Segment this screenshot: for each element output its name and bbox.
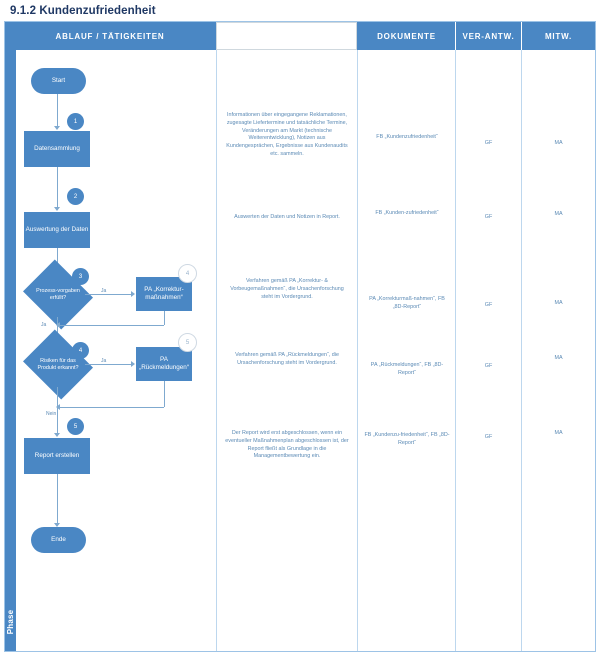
connector-d1-to-p1	[85, 294, 133, 295]
step-badge-ghost-4: 4	[178, 264, 197, 283]
row-responsible-2: GF	[484, 214, 493, 220]
row-responsible-4: GF	[484, 363, 493, 369]
arrow-d2-to-p2	[131, 361, 135, 367]
step-badge-2: 2	[67, 188, 84, 205]
row-documents-3: PA „Korrekturmaß-nahmen“, FB „8D-Report“	[369, 296, 445, 310]
flow-node-start[interactable]: Start	[31, 68, 86, 94]
row-description-2: Auswerten der Daten und Notizen in Repor…	[234, 214, 340, 220]
flow-node-report-erstellen[interactable]: Report erstellen	[24, 438, 90, 474]
diagram-frame	[4, 21, 596, 652]
header-divider-2	[521, 22, 522, 50]
header-verantw: VER-ANTW.	[462, 31, 515, 41]
row-documents-5: FB „Kundenzu-friedenheit“, FB „8D-Report…	[364, 432, 450, 446]
edge-label-d2-no: Nein	[46, 411, 57, 417]
row-description-5: Der Report wird erst abgeschlossen, wenn…	[225, 430, 349, 460]
row-contributor-2: MA	[554, 211, 563, 217]
row-documents-1: FB „Kundenzufriedenheit“	[376, 134, 438, 140]
flow-node-auswertung[interactable]: Auswertung der Daten	[24, 212, 90, 248]
flow-decision-prozessvorgaben-label: Prozess-vorgaben erfüllt?	[36, 287, 80, 301]
connector-p1-return-down	[164, 311, 165, 325]
step-badge-1: 1	[67, 113, 84, 130]
row-responsible-3: GF	[484, 302, 493, 308]
flow-node-ende[interactable]: Ende	[31, 527, 86, 553]
row-responsible-1: GF	[484, 140, 493, 146]
row-contributor-4: MA	[554, 355, 563, 361]
connector-p2-return-down	[164, 381, 165, 407]
row-contributor-3: MA	[554, 300, 563, 306]
header-beschreibung	[216, 22, 357, 50]
arrow-start-to-1	[54, 126, 60, 130]
header-dokumente: DOKUMENTE	[377, 31, 436, 41]
arrow-p1-return	[56, 322, 60, 328]
connector-d1-down	[57, 317, 58, 343]
flow-decision-risiken-label: Risiken für das Produkt erkannt?	[37, 357, 79, 371]
row-contributor-1: MA	[554, 140, 563, 146]
page-title: 9.1.2 Kundenzufriedenheit	[10, 5, 156, 17]
edge-label-d2-yes: Ja	[101, 358, 107, 364]
arrow-report-to-ende	[54, 523, 60, 527]
row-description-4: Verfahren gemäß PA „Rückmeldungen“, die …	[235, 352, 339, 366]
connector-d2-to-p2	[85, 364, 133, 365]
connector-p2-return-left	[60, 407, 164, 408]
connector-report-to-ende	[57, 474, 58, 525]
arrow-d1-to-p1	[131, 291, 135, 297]
flow-node-pa-rueckmeldungen[interactable]: PA „Rückmeldungen“	[136, 347, 192, 381]
flow-decision-prozessvorgaben[interactable]: Prozess-vorgaben erfüllt?	[22, 259, 94, 330]
edge-label-d1-yes: Ja	[101, 288, 107, 294]
arrow-d2-to-report	[54, 433, 60, 437]
row-responsible-5: GF	[484, 434, 493, 440]
connector-2-to-d1	[57, 248, 58, 273]
connector-start-to-1	[57, 94, 58, 128]
arrow-p2-return	[56, 404, 60, 410]
connector-1-to-2	[57, 167, 58, 209]
column-rule-4	[521, 50, 522, 651]
column-rule-2	[357, 50, 358, 651]
header-divider-1	[455, 22, 456, 50]
row-contributor-5: MA	[554, 430, 563, 436]
row-documents-4: PA „Rückmeldungen“, FB „8D-Report“	[370, 362, 444, 376]
flow-decision-risiken[interactable]: Risiken für das Produkt erkannt?	[22, 329, 94, 400]
flow-node-pa-korrekturmassnahmen[interactable]: PA „Korrektur-maßnahmen“	[136, 277, 192, 311]
step-badge-3: 3	[72, 268, 89, 285]
edge-label-d1-no: Ja	[41, 322, 47, 328]
phase-bar: Phase	[5, 50, 16, 651]
header-ablauf: ABLAUF / TÄTIGKEITEN	[55, 31, 165, 41]
connector-p1-return-left	[60, 325, 164, 326]
step-badge-ghost-5: 5	[178, 333, 197, 352]
step-badge-4: 4	[72, 342, 89, 359]
column-rule-1	[216, 50, 217, 651]
row-description-3: Verfahren gemäß PA „Korrektur- & Vorbeug…	[230, 278, 344, 300]
arrow-1-to-2	[54, 207, 60, 211]
flow-node-datensammlung[interactable]: Datensammlung	[24, 131, 90, 167]
connector-d2-down	[57, 387, 58, 435]
row-description-1: Informationen über eingegangene Reklamat…	[226, 112, 348, 158]
column-rule-3	[455, 50, 456, 651]
row-documents-2: FB „Kunden-zufriedenheit“	[375, 210, 439, 216]
phase-label: Phase	[6, 609, 15, 635]
step-badge-5: 5	[67, 418, 84, 435]
header-mitw: MITW.	[544, 31, 573, 41]
